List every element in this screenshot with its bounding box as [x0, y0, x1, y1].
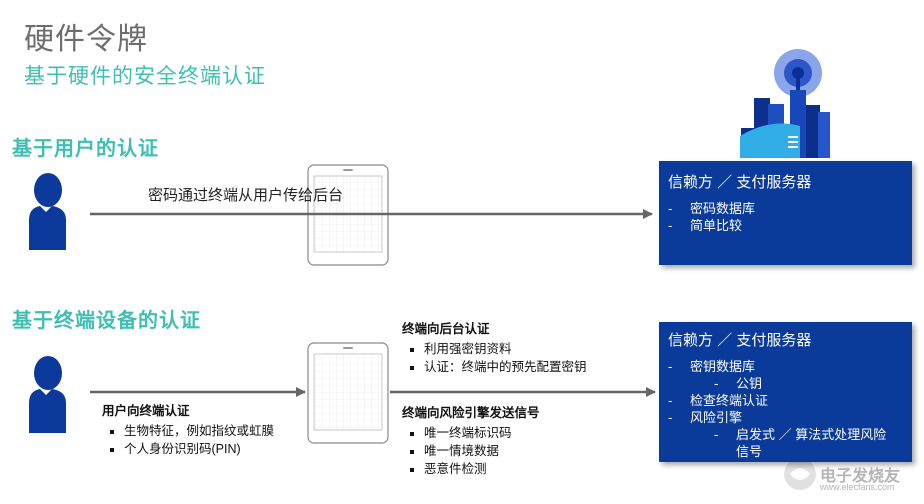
list-item: -检查终端认证: [668, 393, 769, 408]
list-item: -风险引擎: [668, 410, 743, 425]
user-icon: [29, 173, 66, 250]
block-title: 终端向风险引擎发送信号: [402, 406, 540, 420]
block-title: 用户向终端认证: [102, 404, 190, 418]
list-item: 生物特征，例如指纹或虹膜: [124, 422, 274, 440]
watermark-text: 电子发烧友: [820, 468, 901, 485]
list-sub-item: -公钥: [714, 376, 763, 391]
section-user-auth-heading: 基于用户的认证: [12, 138, 159, 160]
user-to-device-block: 用户向终端认证 生物特征，例如指纹或虹膜 个人身份识别码(PIN): [102, 400, 274, 458]
box-title: 信赖方 ／ 支付服务器: [668, 332, 812, 349]
device-to-backend-block: 终端向后台认证 利用强密钥资料 认证：终端中的预先配置密钥: [402, 318, 587, 376]
block-title: 终端向后台认证: [402, 322, 490, 336]
list-item: -简单比较: [668, 218, 743, 233]
watermark-logo-icon: [784, 458, 816, 490]
list-item: 唯一终端标识码: [424, 424, 540, 442]
page-title: 硬件令牌: [24, 23, 148, 56]
relying-party-box-2: 信赖方 ／ 支付服务器 -密钥数据库 -公钥 -检查终端认证 -风险引擎 -启发…: [659, 322, 912, 462]
list-item: 个人身份识别码(PIN): [124, 440, 274, 458]
list-item: 唯一情境数据: [424, 442, 540, 460]
password-flow-label: 密码通过终端从用户传给后台: [148, 187, 344, 204]
list-item: 恶意件检测: [424, 460, 540, 478]
tablet-icon: [307, 342, 389, 444]
section-device-auth-heading: 基于终端设备的认证: [12, 310, 201, 332]
page-subtitle: 基于硬件的安全终端认证: [24, 65, 266, 88]
city-tower-icon: [740, 49, 830, 158]
list-item: -密码数据库: [668, 201, 756, 216]
watermark-url: www.elecfans.com: [820, 482, 895, 492]
list-item: 认证：终端中的预先配置密钥: [424, 358, 587, 376]
relying-party-box-1: 信赖方 ／ 支付服务器 -密码数据库 -简单比较: [659, 161, 912, 265]
list-item: -密钥数据库: [668, 359, 756, 374]
list-sub-item: -启发式 ／ 算法式处理风险信号: [714, 427, 887, 459]
device-to-risk-engine-block: 终端向风险引擎发送信号 唯一终端标识码 唯一情境数据 恶意件检测: [402, 402, 540, 478]
list-item: 利用强密钥资料: [424, 340, 587, 358]
box-title: 信赖方 ／ 支付服务器: [668, 174, 812, 191]
user-icon: [29, 356, 66, 433]
